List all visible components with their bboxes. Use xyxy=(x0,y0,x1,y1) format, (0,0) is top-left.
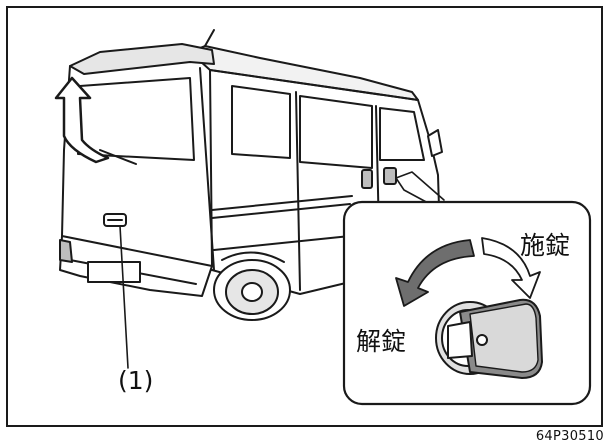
door-lock-key-icon xyxy=(436,300,542,378)
unlock-label: 解錠 xyxy=(356,322,406,358)
figure-code: 64P30510 xyxy=(536,429,604,444)
callout-leader xyxy=(120,226,128,368)
callout-label-1: (1) xyxy=(118,366,153,395)
rear-wheel xyxy=(214,252,290,320)
lock-label: 施錠 xyxy=(520,226,570,262)
tailgate xyxy=(60,44,214,296)
